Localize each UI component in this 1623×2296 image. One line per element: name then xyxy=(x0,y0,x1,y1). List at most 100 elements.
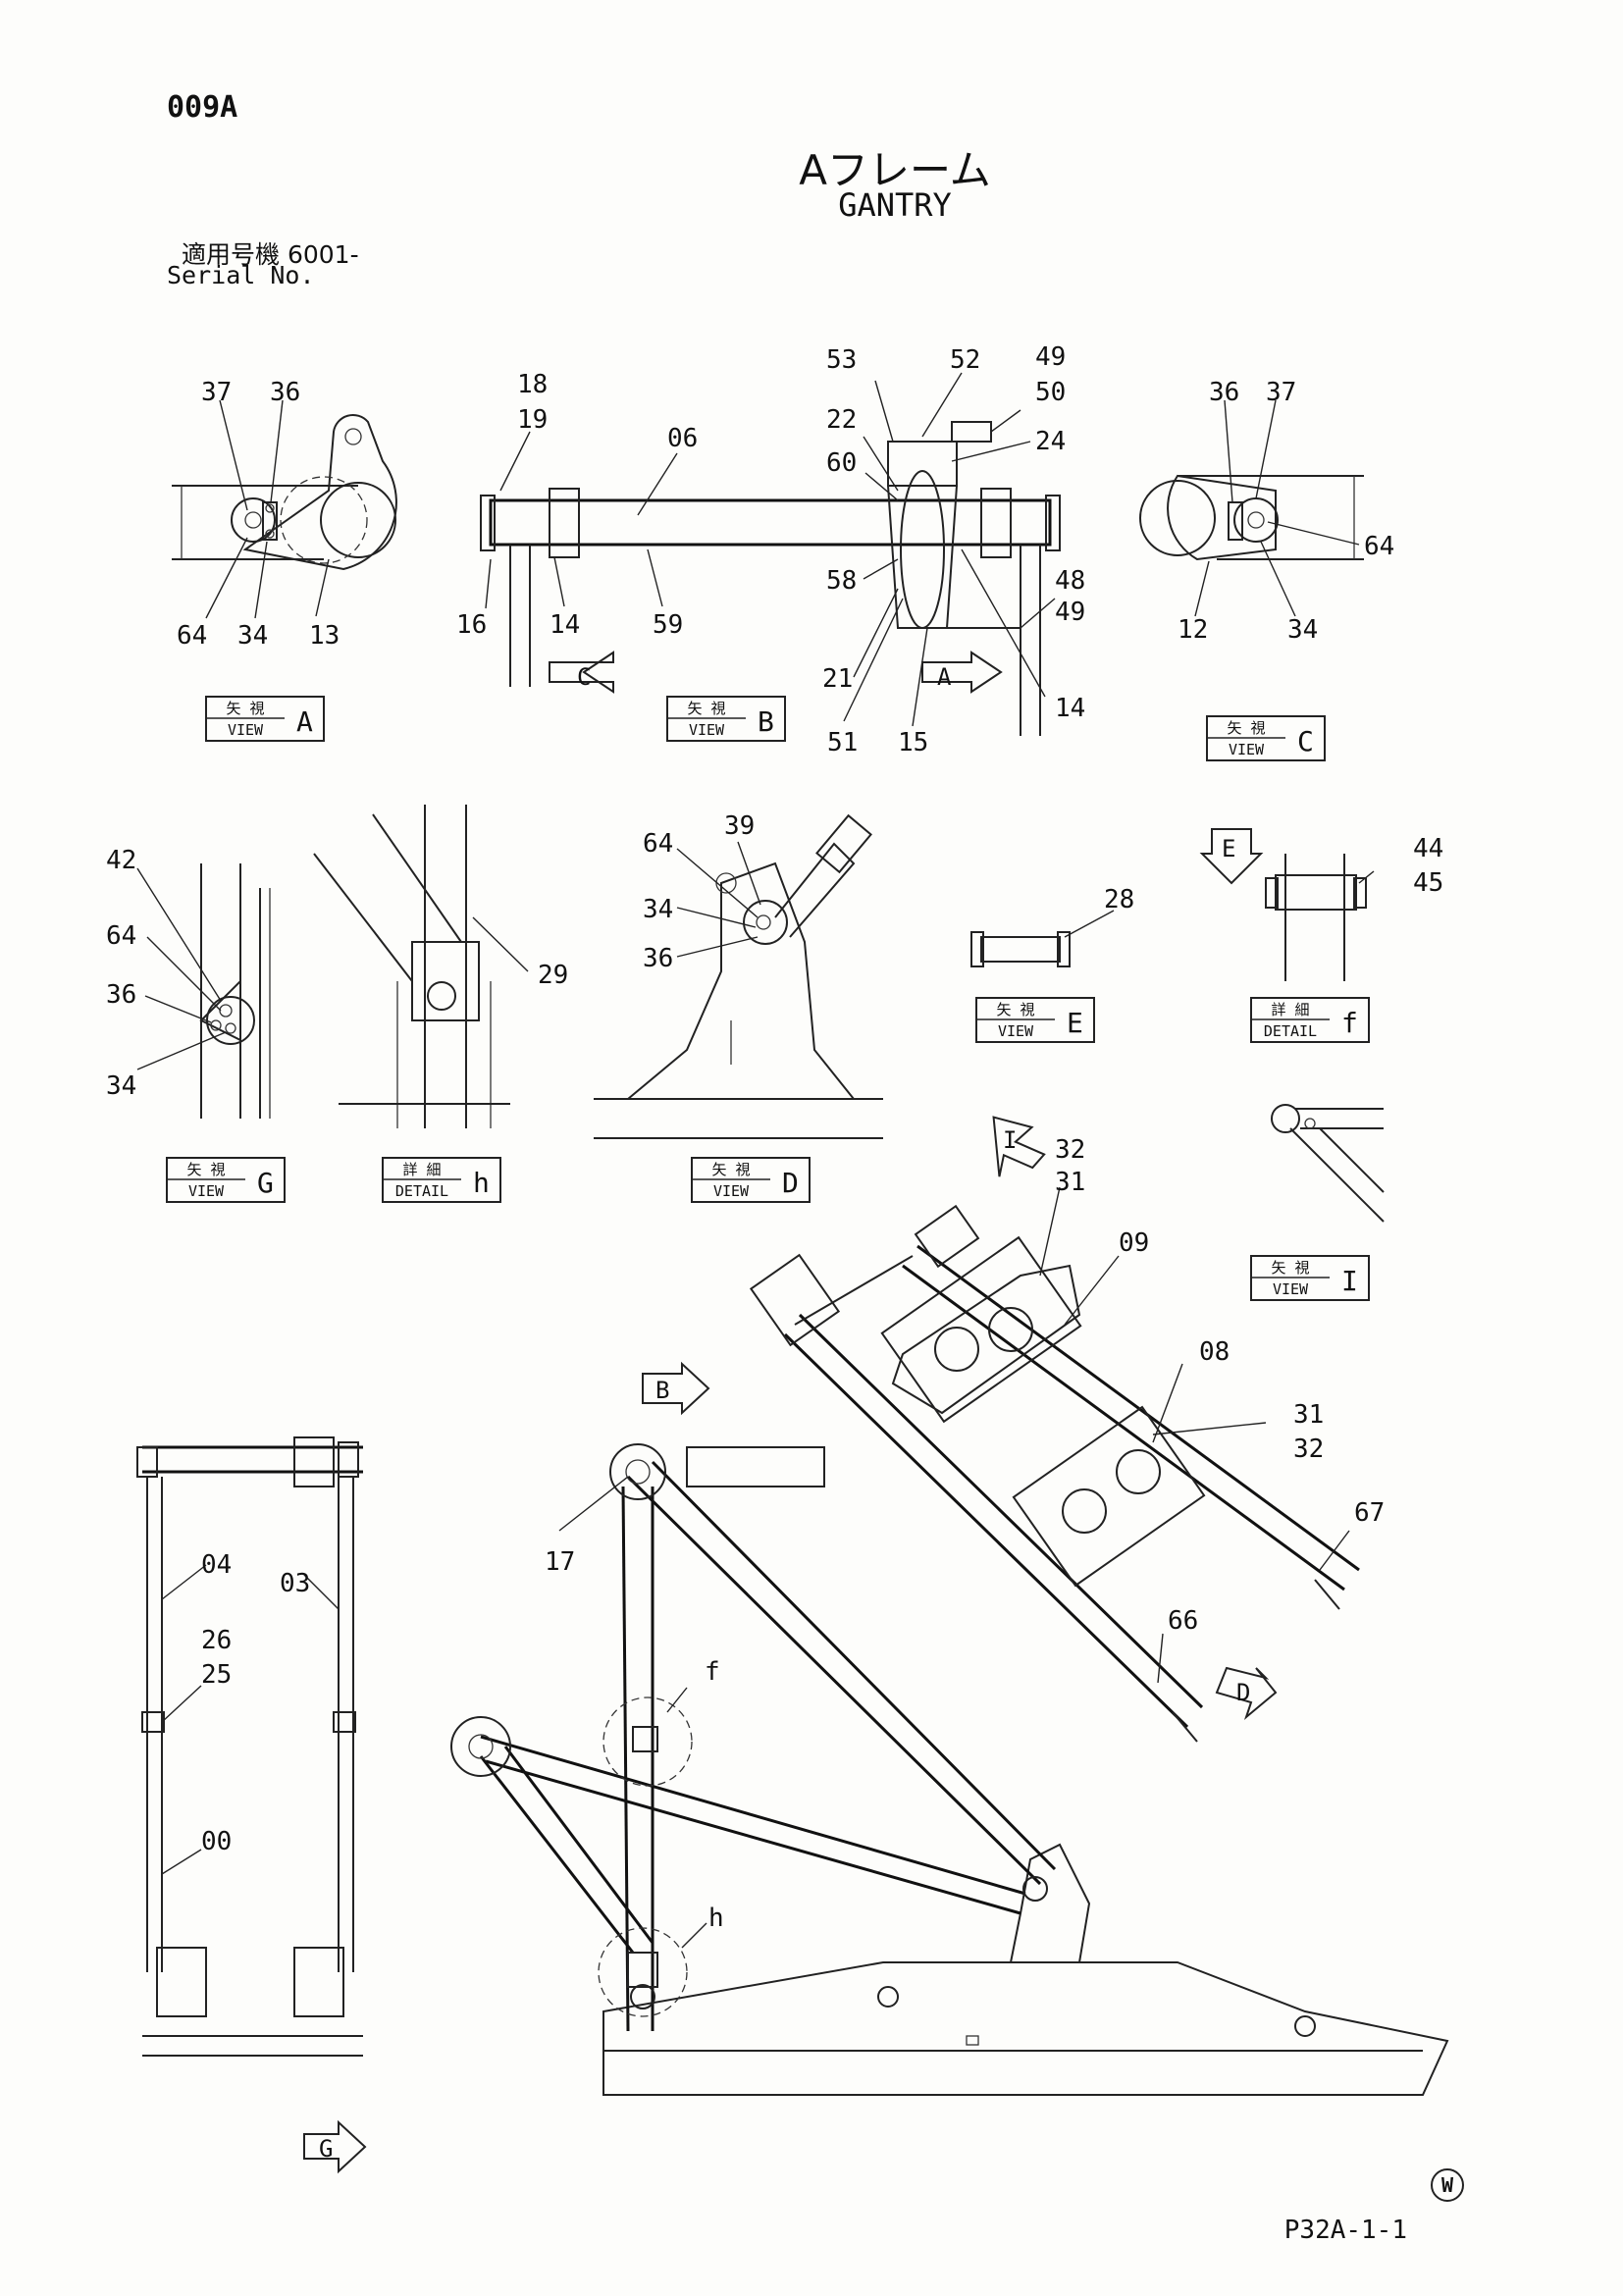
label-view-g-36: 36 xyxy=(106,980,136,1010)
label-view-b-15: 15 xyxy=(898,728,928,757)
label-main-25: 25 xyxy=(201,1660,232,1690)
marker-arrow-d-icon: D xyxy=(1215,1666,1278,1721)
view-b-drawing xyxy=(480,372,1061,736)
label-view-i-31: 31 xyxy=(1055,1168,1085,1197)
label-view-c-36: 36 xyxy=(1209,378,1239,407)
tag-view-g: 矢 視 VIEW G xyxy=(166,1157,286,1203)
svg-text:E: E xyxy=(1067,1007,1083,1039)
serial-label-japanese: 適用号機 6001- xyxy=(182,240,359,269)
tag-view-d: 矢 視 VIEW D xyxy=(691,1157,811,1203)
label-view-b-52: 52 xyxy=(950,345,980,375)
label-view-i-09: 09 xyxy=(1119,1228,1149,1258)
svg-text:A: A xyxy=(937,663,952,691)
label-view-d-36: 36 xyxy=(643,944,673,973)
marker-arrow-g-icon: G xyxy=(303,2119,367,2174)
marker-arrow-c-icon: C xyxy=(549,651,614,694)
svg-text:VIEW: VIEW xyxy=(1273,1280,1309,1298)
svg-text:I: I xyxy=(1341,1265,1358,1297)
svg-text:I: I xyxy=(1003,1126,1017,1154)
label-view-b-24: 24 xyxy=(1035,427,1066,456)
detail-f-drawing xyxy=(1265,854,1375,981)
svg-text:矢 視: 矢 視 xyxy=(186,1161,225,1178)
svg-text:A: A xyxy=(296,705,313,738)
label-detail-f-44: 44 xyxy=(1413,834,1443,863)
label-view-b-14b: 14 xyxy=(1055,694,1085,723)
serial-label-english: Serial No. xyxy=(167,261,315,289)
svg-text:詳 細: 詳 細 xyxy=(402,1161,441,1178)
tag-view-e: 矢 視 VIEW E xyxy=(975,997,1095,1043)
svg-text:G: G xyxy=(257,1167,274,1199)
svg-text:矢 視: 矢 視 xyxy=(1271,1259,1309,1277)
label-view-i-66: 66 xyxy=(1168,1606,1198,1636)
label-main-00: 00 xyxy=(201,1827,232,1856)
svg-text:矢 視: 矢 視 xyxy=(687,700,725,717)
label-view-a-37: 37 xyxy=(201,378,232,407)
label-view-b-48: 48 xyxy=(1055,566,1085,596)
label-view-b-19: 19 xyxy=(517,405,548,435)
svg-text:矢 視: 矢 視 xyxy=(711,1161,750,1178)
boom-assembly-drawing xyxy=(749,1186,1360,1743)
label-view-i-32: 32 xyxy=(1055,1135,1085,1165)
label-view-a-64: 64 xyxy=(177,621,207,651)
label-view-c-12: 12 xyxy=(1178,615,1208,645)
svg-text:詳 細: 詳 細 xyxy=(1271,1001,1309,1018)
drawing-code: 009A xyxy=(167,90,238,125)
svg-text:DETAIL: DETAIL xyxy=(395,1182,448,1200)
tag-detail-f: 詳 細 DETAIL f xyxy=(1250,997,1370,1043)
label-view-b-51: 51 xyxy=(827,728,858,757)
view-e-drawing xyxy=(970,910,1115,967)
label-view-c-64: 64 xyxy=(1364,532,1394,561)
label-view-i-32b: 32 xyxy=(1293,1435,1324,1464)
label-view-b-59: 59 xyxy=(653,610,683,640)
svg-text:DETAIL: DETAIL xyxy=(1264,1022,1317,1040)
label-view-b-22: 22 xyxy=(826,405,857,435)
label-view-g-34: 34 xyxy=(106,1071,136,1101)
svg-text:f: f xyxy=(1341,1007,1358,1039)
label-detail-f-45: 45 xyxy=(1413,868,1443,898)
label-view-g-42: 42 xyxy=(106,846,136,875)
label-main-17: 17 xyxy=(545,1547,575,1577)
svg-text:E: E xyxy=(1222,835,1235,862)
label-view-a-34: 34 xyxy=(237,621,268,651)
svg-text:VIEW: VIEW xyxy=(689,721,725,739)
label-view-a-13: 13 xyxy=(309,621,340,651)
label-view-b-49a: 49 xyxy=(1035,342,1066,372)
svg-text:VIEW: VIEW xyxy=(1229,741,1265,758)
svg-text:VIEW: VIEW xyxy=(188,1182,225,1200)
marker-arrow-a-icon: A xyxy=(921,651,1003,694)
label-view-d-34: 34 xyxy=(643,895,673,924)
label-view-b-58: 58 xyxy=(826,566,857,596)
label-view-i-31b: 31 xyxy=(1293,1400,1324,1430)
svg-text:D: D xyxy=(1236,1679,1250,1706)
label-view-b-49b: 49 xyxy=(1055,598,1085,627)
tag-view-i: 矢 視 VIEW I xyxy=(1250,1255,1370,1301)
label-main-04: 04 xyxy=(201,1550,232,1580)
tag-view-b: 矢 視 VIEW B xyxy=(666,696,786,742)
svg-text:VIEW: VIEW xyxy=(228,721,264,739)
label-view-b-50: 50 xyxy=(1035,378,1066,407)
label-view-b-14a: 14 xyxy=(550,610,580,640)
side-view-drawing xyxy=(450,1443,1449,2096)
svg-text:VIEW: VIEW xyxy=(998,1022,1034,1040)
view-a-drawing xyxy=(172,399,397,619)
label-view-i-08: 08 xyxy=(1199,1337,1230,1367)
marker-arrow-b-icon: B xyxy=(642,1361,710,1416)
svg-text:矢 視: 矢 視 xyxy=(226,700,264,717)
title-japanese: Aフレーム xyxy=(799,146,991,194)
svg-text:B: B xyxy=(655,1377,669,1404)
marker-arrow-e-icon: E xyxy=(1199,828,1264,885)
view-d-drawing xyxy=(594,813,883,1139)
label-main-03: 03 xyxy=(280,1569,310,1598)
detail-marker-f: f xyxy=(705,1657,720,1687)
marker-arrow-i-icon: I xyxy=(992,1116,1046,1177)
part-labels: 37 36 64 34 13 18 19 06 16 14 59 53 52 4… xyxy=(106,342,1443,1856)
svg-text:B: B xyxy=(758,705,774,738)
front-view-drawing xyxy=(136,1436,363,2057)
svg-text:h: h xyxy=(473,1167,490,1199)
label-view-b-53: 53 xyxy=(826,345,857,375)
svg-text:G: G xyxy=(319,2135,333,2163)
svg-text:矢 視: 矢 視 xyxy=(1227,719,1265,737)
label-view-c-37: 37 xyxy=(1266,378,1296,407)
svg-text:C: C xyxy=(1297,725,1314,757)
